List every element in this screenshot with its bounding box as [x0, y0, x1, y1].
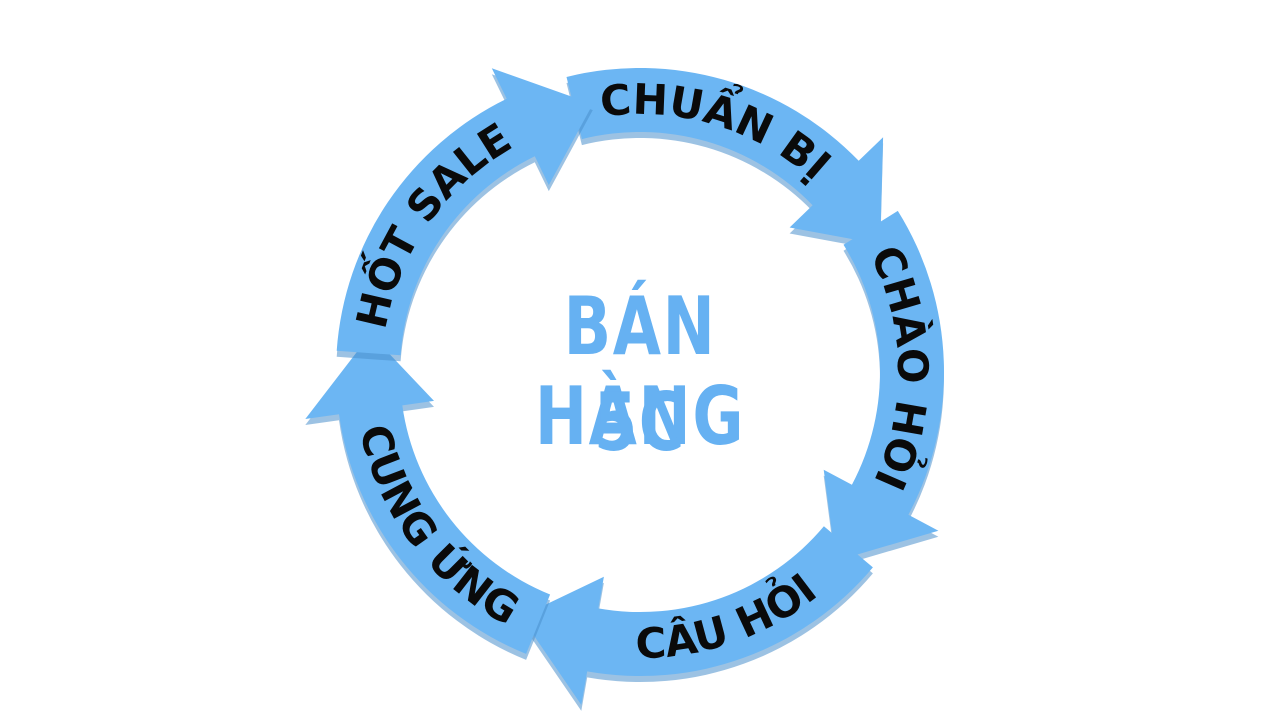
title-line-2: 5C: [593, 376, 687, 469]
cycle-arrow-2: [823, 210, 944, 561]
cycle-arrow-3: [520, 526, 873, 705]
cycle-arrow-5: [336, 68, 593, 356]
title-line-1: BÁN HÀNG: [534, 280, 746, 463]
arrows-layer: [305, 67, 944, 711]
cycle-arrow-4: [305, 334, 551, 654]
step-label-chot-sales: CHỐT SALES: [0, 0, 520, 333]
cycle-arrow-1: [566, 67, 884, 245]
labels-layer: CHUẨN BỊ CHÀO HỎI CÂU HỎI CUNG ỨNG CHỐT …: [0, 0, 937, 668]
